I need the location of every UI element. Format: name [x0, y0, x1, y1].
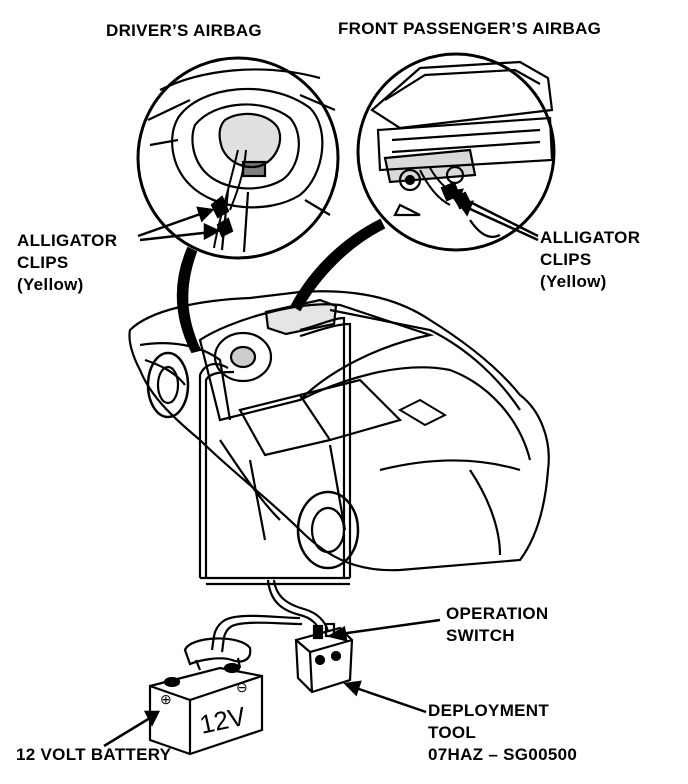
alligator-clips-label-left: ALLIGATOR CLIPS (Yellow) [17, 230, 117, 296]
battery-label: 12 VOLT BATTERY [16, 745, 172, 764]
deployment-wiring [198, 316, 352, 653]
deployment-tool [294, 622, 354, 694]
driver-airbag-detail [136, 56, 340, 260]
car-illustration [128, 290, 550, 572]
detail-pointer-arrows [176, 218, 386, 354]
switch-line1: OPERATION [446, 604, 549, 623]
passenger-airbag-detail [356, 52, 556, 252]
operation-switch-label: OPERATION SWITCH [446, 603, 549, 647]
deployment-tool-label: DEPLOYMENT TOOL 07HAZ – SG00500 [428, 700, 577, 766]
battery: ⊕ ⊖ 12V [148, 637, 264, 756]
tool-line2: TOOL [428, 723, 477, 742]
battery-marking: 12V [197, 701, 249, 740]
clips-right-line3: (Yellow) [540, 272, 607, 291]
battery-minus-mark: ⊖ [236, 679, 248, 695]
clips-left-line2: CLIPS [17, 253, 69, 272]
lower-leader-arrows [103, 618, 441, 748]
clips-left-line1: ALLIGATOR [17, 231, 118, 250]
clips-right-line2: CLIPS [540, 250, 592, 269]
switch-line2: SWITCH [446, 626, 515, 645]
passenger-airbag-title: FRONT PASSENGER’S AIRBAG [338, 19, 602, 38]
tool-line1: DEPLOYMENT [428, 701, 550, 720]
clip-leader-arrows [137, 188, 539, 242]
clips-left-line3: (Yellow) [17, 275, 84, 294]
alligator-clips-label-right: ALLIGATOR CLIPS (Yellow) [540, 227, 640, 293]
tool-part-number: 07HAZ – SG00500 [428, 745, 578, 764]
driver-airbag-title: DRIVER’S AIRBAG [106, 21, 262, 40]
clips-right-line1: ALLIGATOR [540, 228, 641, 247]
battery-plus-mark: ⊕ [160, 691, 172, 707]
